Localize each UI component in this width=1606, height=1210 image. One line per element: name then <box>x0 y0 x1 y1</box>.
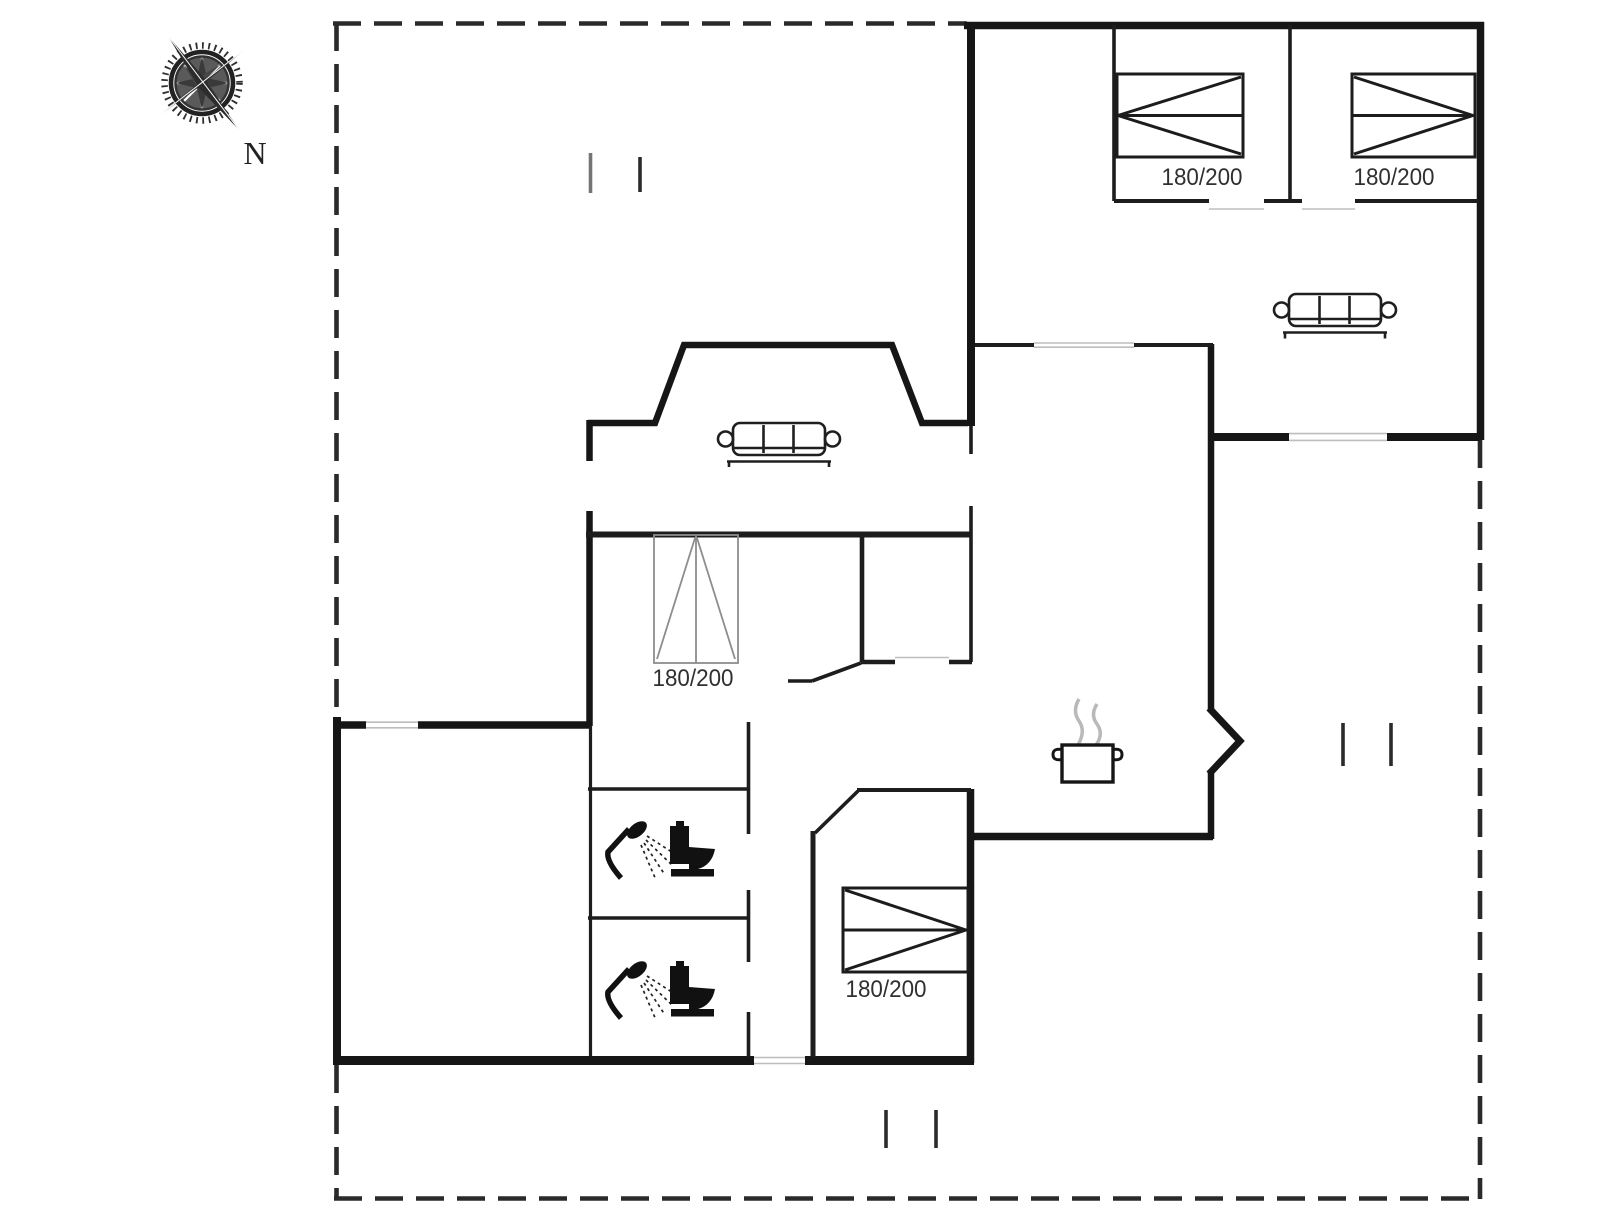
svg-text:180/200: 180/200 <box>653 665 734 692</box>
svg-text:180/200: 180/200 <box>846 976 927 1003</box>
svg-text:N: N <box>243 135 266 171</box>
svg-text:180/200: 180/200 <box>1162 164 1243 191</box>
svg-text:180/200: 180/200 <box>1354 164 1435 191</box>
